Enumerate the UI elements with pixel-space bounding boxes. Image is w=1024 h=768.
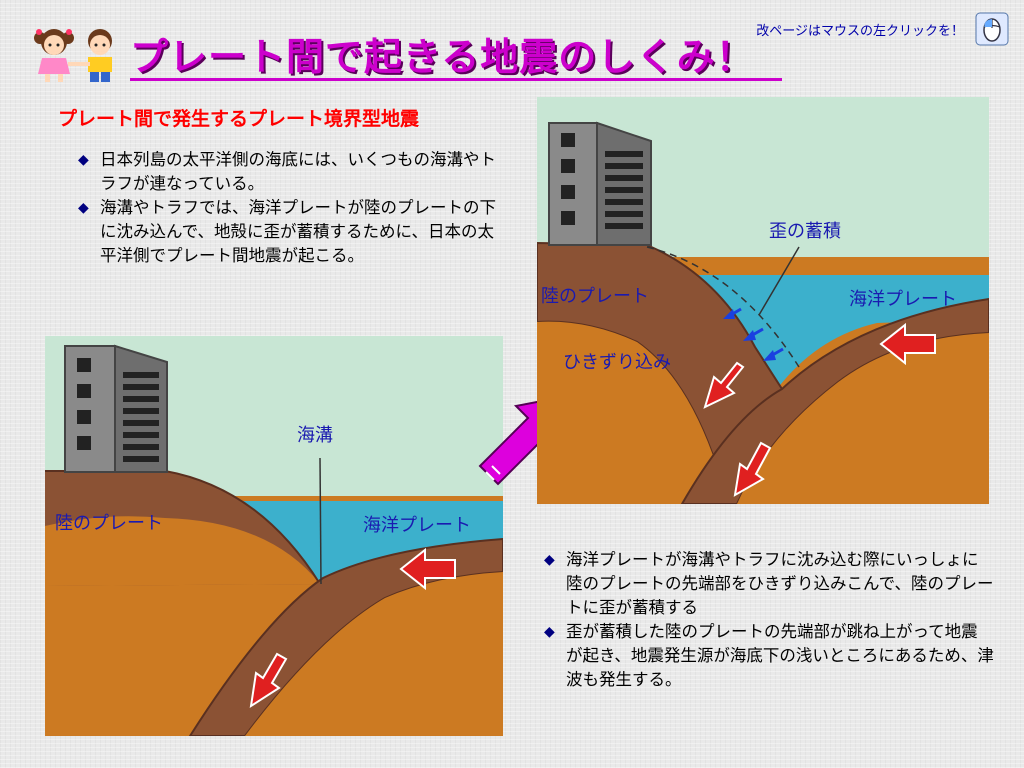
strain-label: 歪の蓄積 [769, 221, 841, 242]
page-title: プレート間で起きる地震のしくみ！ [130, 35, 755, 79]
section-subtitle: プレート間で発生するプレート境界型地震 [58, 108, 420, 130]
bullet-list-bottom: ◆ 海洋プレートが海溝やトラフに沈み込む際にいっしょに陸のプレートの先端部をひき… [544, 548, 994, 692]
ocean-plate-label: 海洋プレート [849, 289, 957, 310]
diagram-after: 歪の蓄積 陸のプレート 海洋プレート ひきずり込み [537, 97, 989, 504]
list-item: ◆ 海溝やトラフでは、海洋プレートが陸のプレートの下に沈み込んで、地殻に歪が蓄積… [78, 196, 498, 268]
diamond-bullet-icon: ◆ [544, 624, 555, 640]
drag-label: ひきずり込み [563, 352, 671, 373]
page-advance-hint: 改ページはマウスの左クリックを！ [756, 24, 964, 39]
diamond-bullet-icon: ◆ [78, 152, 89, 168]
ocean-plate-label: 海洋プレート [363, 515, 471, 536]
trench-label: 海溝 [297, 425, 333, 446]
list-item: ◆ 海洋プレートが海溝やトラフに沈み込む際にいっしょに陸のプレートの先端部をひき… [544, 548, 994, 620]
bullet-text: 海洋プレートが海溝やトラフに沈み込む際にいっしょに陸のプレートの先端部をひきずり… [566, 550, 994, 617]
diagram-before: 海溝 陸のプレート 海洋プレート [45, 336, 503, 736]
bullet-text: 海溝やトラフでは、海洋プレートが陸のプレートの下に沈み込んで、地殻に歪が蓄積する… [100, 198, 496, 265]
children-icon [34, 29, 112, 82]
land-plate-label: 陸のプレート [541, 286, 649, 307]
bullet-text: 歪が蓄積した陸のプレートの先端部が跳ね上がって地震が起き、地震発生源が海底下の浅… [566, 622, 994, 689]
bullet-list-top: ◆ 日本列島の太平洋側の海底には、いくつもの海溝やトラフが連なっている。 ◆ 海… [78, 148, 498, 268]
diamond-bullet-icon: ◆ [544, 552, 555, 568]
land-plate-label: 陸のプレート [55, 513, 163, 534]
list-item: ◆ 歪が蓄積した陸のプレートの先端部が跳ね上がって地震が起き、地震発生源が海底下… [544, 620, 994, 692]
mouse-icon[interactable] [975, 12, 1009, 46]
list-item: ◆ 日本列島の太平洋側の海底には、いくつもの海溝やトラフが連なっている。 [78, 148, 498, 196]
diamond-bullet-icon: ◆ [78, 200, 89, 216]
title-underline [130, 78, 782, 81]
bullet-text: 日本列島の太平洋側の海底には、いくつもの海溝やトラフが連なっている。 [100, 150, 496, 193]
